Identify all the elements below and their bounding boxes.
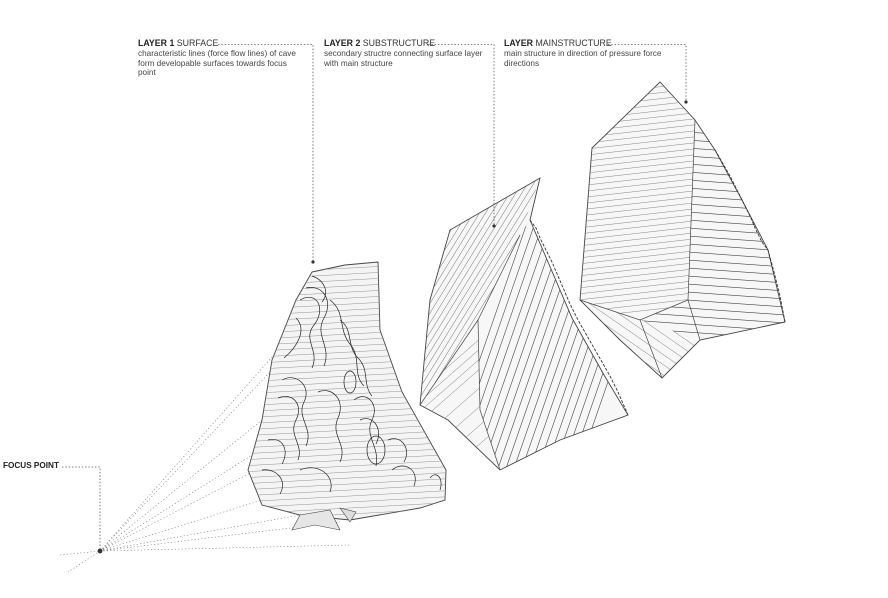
- layer-2-description: secondary structre connecting surface la…: [324, 49, 483, 68]
- leader-lines: [62, 44, 687, 549]
- layer-2-annotation: LAYER 2 SUBSTRUCTURE secondary structre …: [324, 38, 484, 68]
- layer-1-title-bold: LAYER 1: [138, 38, 175, 48]
- layer-3-title-bold: LAYER: [504, 38, 534, 48]
- layer-2-title-rest: SUBSTRUCTURE: [360, 38, 436, 48]
- layer-3-title: LAYER MAINSTRUCTURE: [504, 38, 664, 49]
- layer-2-title: LAYER 2 SUBSTRUCTURE: [324, 38, 484, 49]
- focus-point-label: FOCUS POINT: [3, 461, 59, 470]
- layer-1-title-rest: SURFACE: [174, 38, 219, 48]
- layer-1-description: characteristic lines (force flow lines) …: [138, 49, 296, 78]
- layer-1-annotation: LAYER 1 SURFACE characteristic lines (fo…: [138, 38, 303, 78]
- layer-3-description: main structure in direction of pressure …: [504, 49, 662, 68]
- layer-3-annotation: LAYER MAINSTRUCTURE main structure in di…: [504, 38, 664, 68]
- layer-1-title: LAYER 1 SURFACE: [138, 38, 303, 49]
- focus-point-marker: [97, 548, 103, 554]
- leader-dots: [311, 100, 688, 264]
- layer-2-title-bold: LAYER 2: [324, 38, 361, 48]
- mainstructure-layer-shape: [579, 81, 786, 379]
- layer-3-title-rest: MAINSTRUCTURE: [533, 38, 612, 48]
